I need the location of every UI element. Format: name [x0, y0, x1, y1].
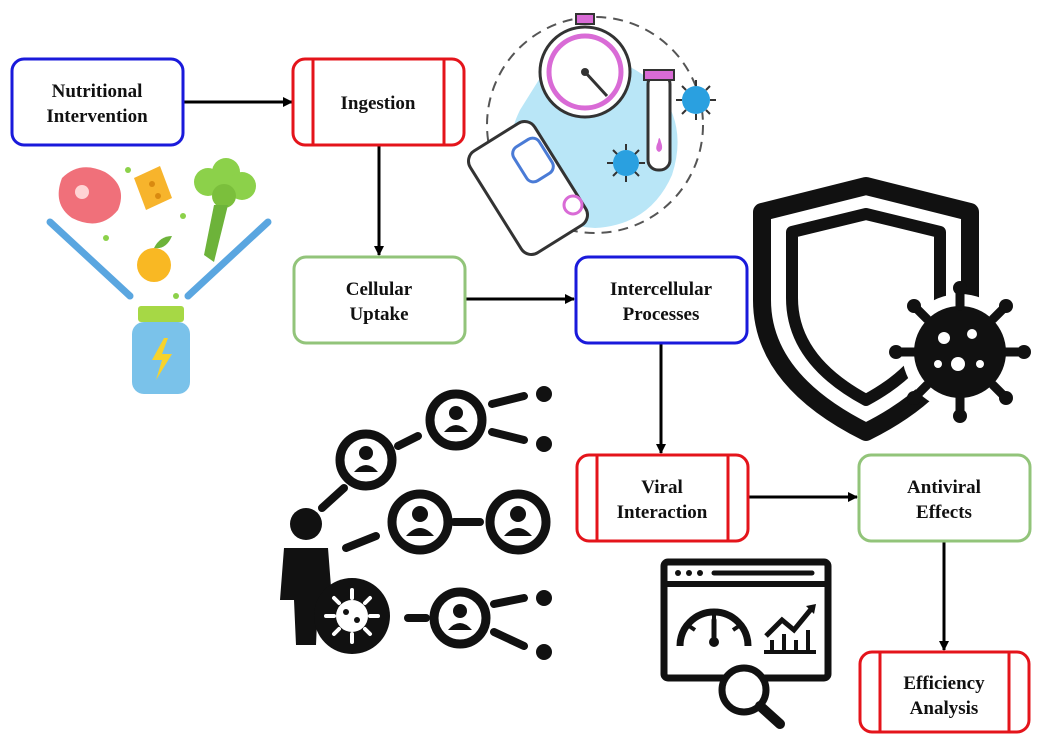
node-label-line1: Viral — [641, 477, 683, 498]
node-box — [10, 57, 185, 147]
node-label-line2: Effects — [916, 502, 972, 523]
food-funnel-icon — [46, 158, 272, 394]
node-label-line2: Uptake — [349, 304, 408, 325]
node-label-line2: Analysis — [910, 698, 979, 719]
network-people-icon — [280, 386, 552, 660]
node-label-line1: Intercellular — [610, 279, 713, 300]
node-box — [857, 453, 1032, 543]
node-label-line1: Antiviral — [907, 477, 981, 498]
node-box — [292, 255, 467, 345]
node-antiviral-effects: Antiviral Effects — [857, 453, 1032, 543]
test-kit-icon — [467, 13, 716, 256]
node-nutritional-intervention: Nutritional Intervention — [10, 57, 185, 147]
node-box — [291, 57, 466, 147]
node-cellular-uptake: Cellular Uptake — [292, 255, 467, 345]
node-intercellular-processes: Intercellular Processes — [574, 255, 749, 345]
node-label-line1: Cellular — [346, 279, 413, 300]
node-viral-interaction: Viral Interaction — [575, 453, 750, 543]
node-box — [575, 453, 750, 543]
shield-virus-icon — [753, 177, 1031, 441]
node-label-line2: Processes — [623, 304, 700, 325]
node-box — [858, 650, 1031, 734]
node-efficiency-analysis: Efficiency Analysis — [858, 650, 1031, 734]
node-label-line2: Interaction — [617, 502, 708, 523]
node-box — [574, 255, 749, 345]
node-label-line2: Intervention — [46, 106, 148, 127]
arrows — [183, 97, 949, 651]
node-label-line1: Ingestion — [341, 93, 416, 114]
dashboard-analysis-icon — [660, 558, 832, 729]
node-ingestion: Ingestion — [291, 57, 466, 147]
node-label-line1: Nutritional — [52, 81, 143, 102]
node-label-line1: Efficiency — [903, 673, 985, 694]
